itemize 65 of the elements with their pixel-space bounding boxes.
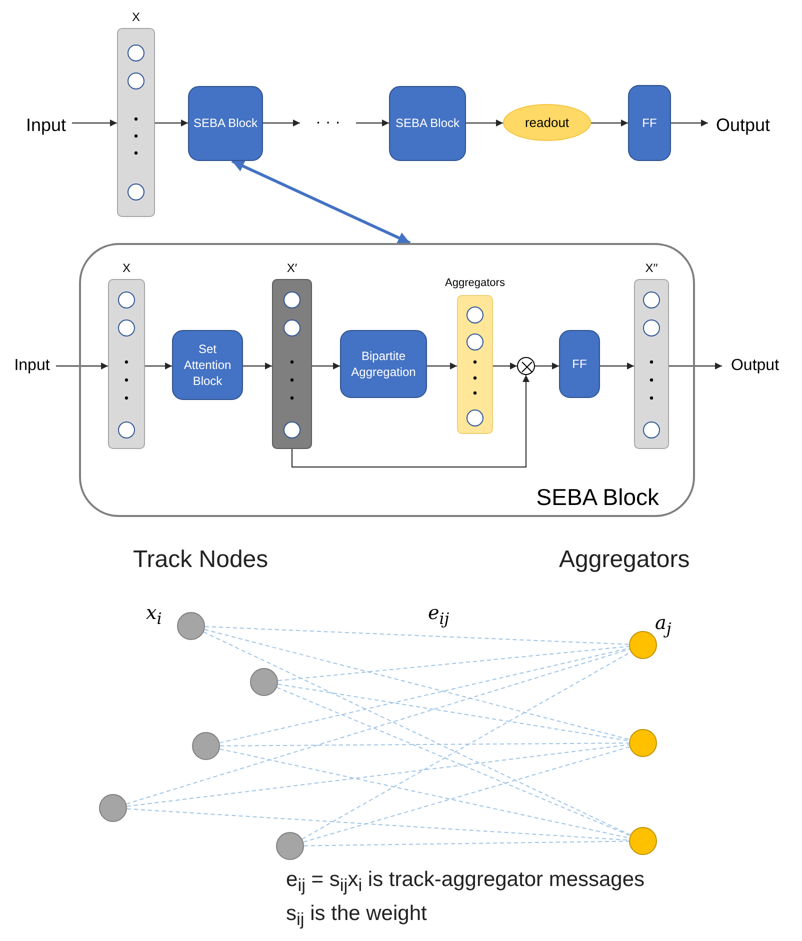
output-label: Output <box>708 112 778 138</box>
column-heading: X′′ <box>645 261 658 275</box>
ellipsis-text: · · · <box>300 112 356 134</box>
column-heading: X <box>132 10 140 24</box>
column-heading: X <box>122 261 130 275</box>
track-node-circle <box>177 612 205 640</box>
dashed-connector <box>126 744 630 807</box>
block-title: SEBA Block <box>536 484 659 511</box>
arrow <box>492 362 518 370</box>
track-node-circle <box>192 732 220 760</box>
dashed-connector <box>204 629 630 740</box>
process-box: FF <box>628 85 671 161</box>
math-symbol: a$_{j}$ <box>655 612 672 638</box>
arrow <box>72 120 118 126</box>
dashed-connector <box>126 808 630 841</box>
section-heading: Aggregators <box>559 546 690 574</box>
dashed-connector <box>276 686 631 836</box>
math-symbol: x$_{i}$ <box>146 602 162 628</box>
process-box: FF <box>559 330 600 398</box>
process-box: Set Attention Block <box>172 330 243 400</box>
readout-ellipse: readout <box>503 104 591 141</box>
arrow <box>426 362 458 370</box>
double-arrow <box>231 160 411 244</box>
arrow <box>534 362 560 370</box>
arrow <box>144 362 172 370</box>
process-box: SEBA Block <box>188 86 263 161</box>
dashed-connector <box>219 748 630 839</box>
formula-text: s$_{ij}$ is the weight <box>286 902 427 930</box>
arrow <box>600 362 634 370</box>
arrow <box>242 362 272 370</box>
dashed-connector <box>203 632 631 836</box>
track-node-circle <box>250 668 278 696</box>
section-heading: Track Nodes <box>133 546 268 574</box>
aggregator-node-circle <box>629 631 657 659</box>
multiply-operator <box>517 357 535 375</box>
dashed-connector <box>302 746 630 843</box>
dashed-connector <box>204 626 630 645</box>
arrow <box>356 120 390 126</box>
process-box: SEBA Block <box>389 86 466 161</box>
dashed-connector <box>126 648 630 804</box>
dashed-connector <box>277 684 630 742</box>
column-heading: X′ <box>286 261 298 275</box>
track-node-circle <box>276 832 304 860</box>
arrow <box>668 362 722 370</box>
block-container <box>79 243 695 517</box>
dashed-connector <box>220 742 630 746</box>
arrow <box>154 120 188 126</box>
aggregator-node-circle <box>629 729 657 757</box>
arrow <box>670 120 708 126</box>
input-label: Input <box>8 354 56 378</box>
arrow <box>466 120 504 126</box>
arrow <box>292 374 530 468</box>
dashed-connector <box>277 646 630 682</box>
output-label: Output <box>722 354 788 378</box>
formula-text: e$_{ij}$ = s$_{ij}$x$_{i}$ is track-aggregator messages <box>286 868 645 896</box>
arrow <box>262 120 300 126</box>
track-node-circle <box>99 794 127 822</box>
process-box: Bipartite Aggregation <box>340 330 427 398</box>
input-label: Input <box>20 112 72 138</box>
arrow <box>312 362 340 370</box>
arrow <box>590 120 628 126</box>
column-heading: Aggregators <box>445 277 505 289</box>
aggregator-node-circle <box>629 827 657 855</box>
dashed-connector <box>304 840 630 846</box>
arrow <box>56 362 108 370</box>
